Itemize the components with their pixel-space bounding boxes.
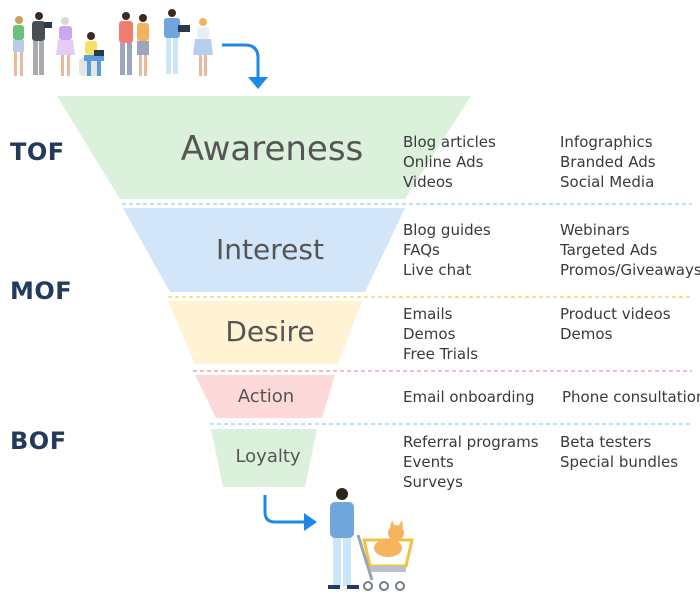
tactic-item: Videos xyxy=(403,173,453,191)
shopper-with-cart-and-cat-illustration xyxy=(328,488,414,591)
action-tactics-col2: Phone consultation xyxy=(562,387,700,407)
crowd-of-people-illustration xyxy=(13,9,213,76)
tactic-item: Referral programs xyxy=(403,433,539,451)
tier-label-bof: BOF xyxy=(10,427,67,455)
loyalty-tactics-col2: Beta testers Special bundles xyxy=(560,432,678,472)
desire-tactics-col1: Emails Demos Free Trials xyxy=(403,304,478,364)
tactic-item: Social Media xyxy=(560,173,655,191)
right-arrow-icon xyxy=(263,495,317,531)
tactic-item: Email onboarding xyxy=(403,388,535,406)
tactic-item: Product videos xyxy=(560,305,671,323)
tactic-item: Beta testers xyxy=(560,433,652,451)
funnel-stage-desire-shape xyxy=(168,301,362,364)
interest-tactics-col1: Blog guides FAQs Live chat xyxy=(403,220,491,280)
funnel-stage-action-shape xyxy=(195,375,335,418)
tactic-item: Emails xyxy=(403,305,453,323)
tactic-item: Free Trials xyxy=(403,345,479,363)
stage-label-awareness: Awareness xyxy=(180,129,364,169)
tactic-item: Infographics xyxy=(560,133,653,151)
tactic-item: Demos xyxy=(403,325,456,343)
funnel-stage-awareness-shape xyxy=(57,96,471,199)
down-arrow-icon xyxy=(222,43,268,89)
awareness-tactics-col2: Infographics Branded Ads Social Media xyxy=(560,132,656,192)
tactic-item: Live chat xyxy=(403,261,472,279)
tactic-item: Targeted Ads xyxy=(560,241,658,259)
tactic-item: Webinars xyxy=(560,221,630,239)
funnel-stage-interest-shape xyxy=(123,208,405,292)
tactic-item: Branded Ads xyxy=(560,153,656,171)
tactic-item: Phone consultation xyxy=(562,388,700,406)
stage-label-interest: Interest xyxy=(216,233,324,266)
tactic-item: Special bundles xyxy=(560,453,679,471)
tactic-item: Blog articles xyxy=(403,133,496,151)
interest-tactics-col2: Webinars Targeted Ads Promos/Giveaways xyxy=(560,220,700,280)
tactic-item: Promos/Giveaways xyxy=(560,261,700,279)
tactic-item: Surveys xyxy=(403,473,463,491)
stage-label-loyalty: Loyalty xyxy=(235,446,301,467)
awareness-tactics-col1: Blog articles Online Ads Videos xyxy=(403,132,496,192)
stage-label-desire: Desire xyxy=(225,315,315,348)
funnel-stage-loyalty-shape xyxy=(211,429,317,487)
tactic-item: Blog guides xyxy=(403,221,491,239)
tactic-item: FAQs xyxy=(403,241,440,259)
stage-label-action: Action xyxy=(237,386,295,407)
tactic-item: Events xyxy=(403,453,454,471)
tier-label-tof: TOF xyxy=(10,138,65,166)
tactic-item: Online Ads xyxy=(403,153,484,171)
tier-label-mof: MOF xyxy=(10,277,73,305)
tactic-item: Demos xyxy=(560,325,613,343)
loyalty-tactics-col1: Referral programs Events Surveys xyxy=(403,432,539,492)
desire-tactics-col2: Product videos Demos xyxy=(560,304,671,344)
action-tactics-col1: Email onboarding xyxy=(403,387,535,407)
